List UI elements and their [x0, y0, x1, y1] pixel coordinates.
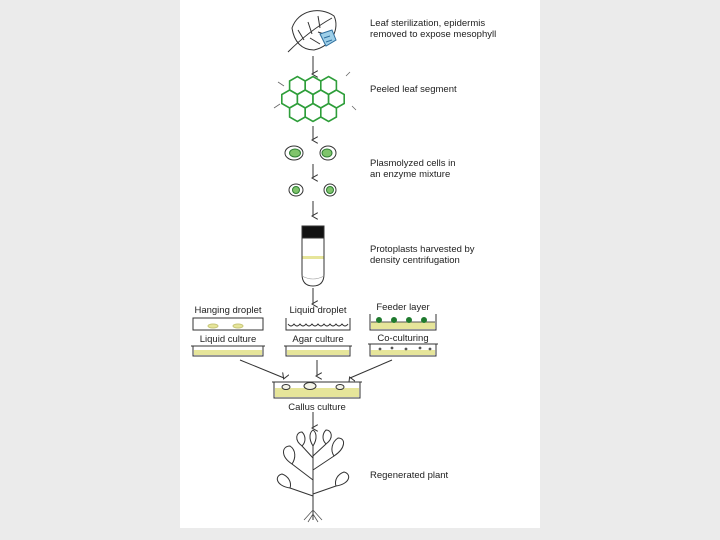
label-agar-culture: Agar culture — [292, 334, 344, 345]
label-protoplasts-2: density centrifugation — [370, 255, 460, 266]
label-plasmolyzed-1: Plasmolyzed cells in — [370, 158, 456, 169]
agar-culture-dish — [284, 345, 352, 357]
arrow-left-to-callus — [239, 359, 284, 378]
plasmolyzed-cells-top — [284, 145, 337, 161]
co-culturing-dish — [368, 343, 438, 357]
label-co-culturing: Co-culturing — [377, 333, 429, 344]
leaf-drawing — [287, 10, 337, 53]
liquid-droplet-dish — [285, 318, 351, 331]
label-protoplasts-1: Protoplasts harvested by — [370, 244, 475, 255]
label-plasmolyzed-2: an enzyme mixture — [370, 169, 451, 180]
label-regenerated-plant: Regenerated plant — [370, 470, 449, 481]
leaf-cell-hexagon — [304, 102, 322, 123]
regenerated-plant — [276, 429, 350, 523]
label-liquid-droplet: Liquid droplet — [289, 305, 347, 316]
plasmolyzed-cells-bottom — [288, 183, 337, 197]
liquid-culture-dish — [191, 345, 265, 357]
label-callus-culture: Callus culture — [288, 402, 346, 413]
leaf-cell-hexagon — [320, 102, 338, 123]
hanging-droplet-dish — [192, 317, 264, 331]
label-hanging-droplet: Hanging droplet — [194, 305, 262, 316]
label-peeled-leaf-segment: Peeled leaf segment — [370, 84, 457, 95]
peeled-leaf-segment — [281, 75, 345, 123]
label-liquid-culture: Liquid culture — [199, 334, 257, 345]
label-feeder-layer: Feeder layer — [376, 302, 430, 313]
centrifuge-tube — [301, 225, 325, 287]
label-leaf-sterilization-2: removed to expose mesophyll — [370, 29, 497, 40]
arrow-right-to-callus — [350, 359, 393, 378]
leaf-cell-hexagon — [288, 102, 306, 123]
protoplast-workflow-diagram — [191, 10, 438, 523]
diagram-page: Leaf sterilization, epidermis removed to… — [180, 0, 540, 528]
callus-culture-dish — [272, 381, 362, 399]
feeder-layer-dish — [369, 314, 437, 331]
label-leaf-sterilization-1: Leaf sterilization, epidermis — [370, 18, 486, 29]
segment-edge-ticks — [273, 71, 357, 111]
